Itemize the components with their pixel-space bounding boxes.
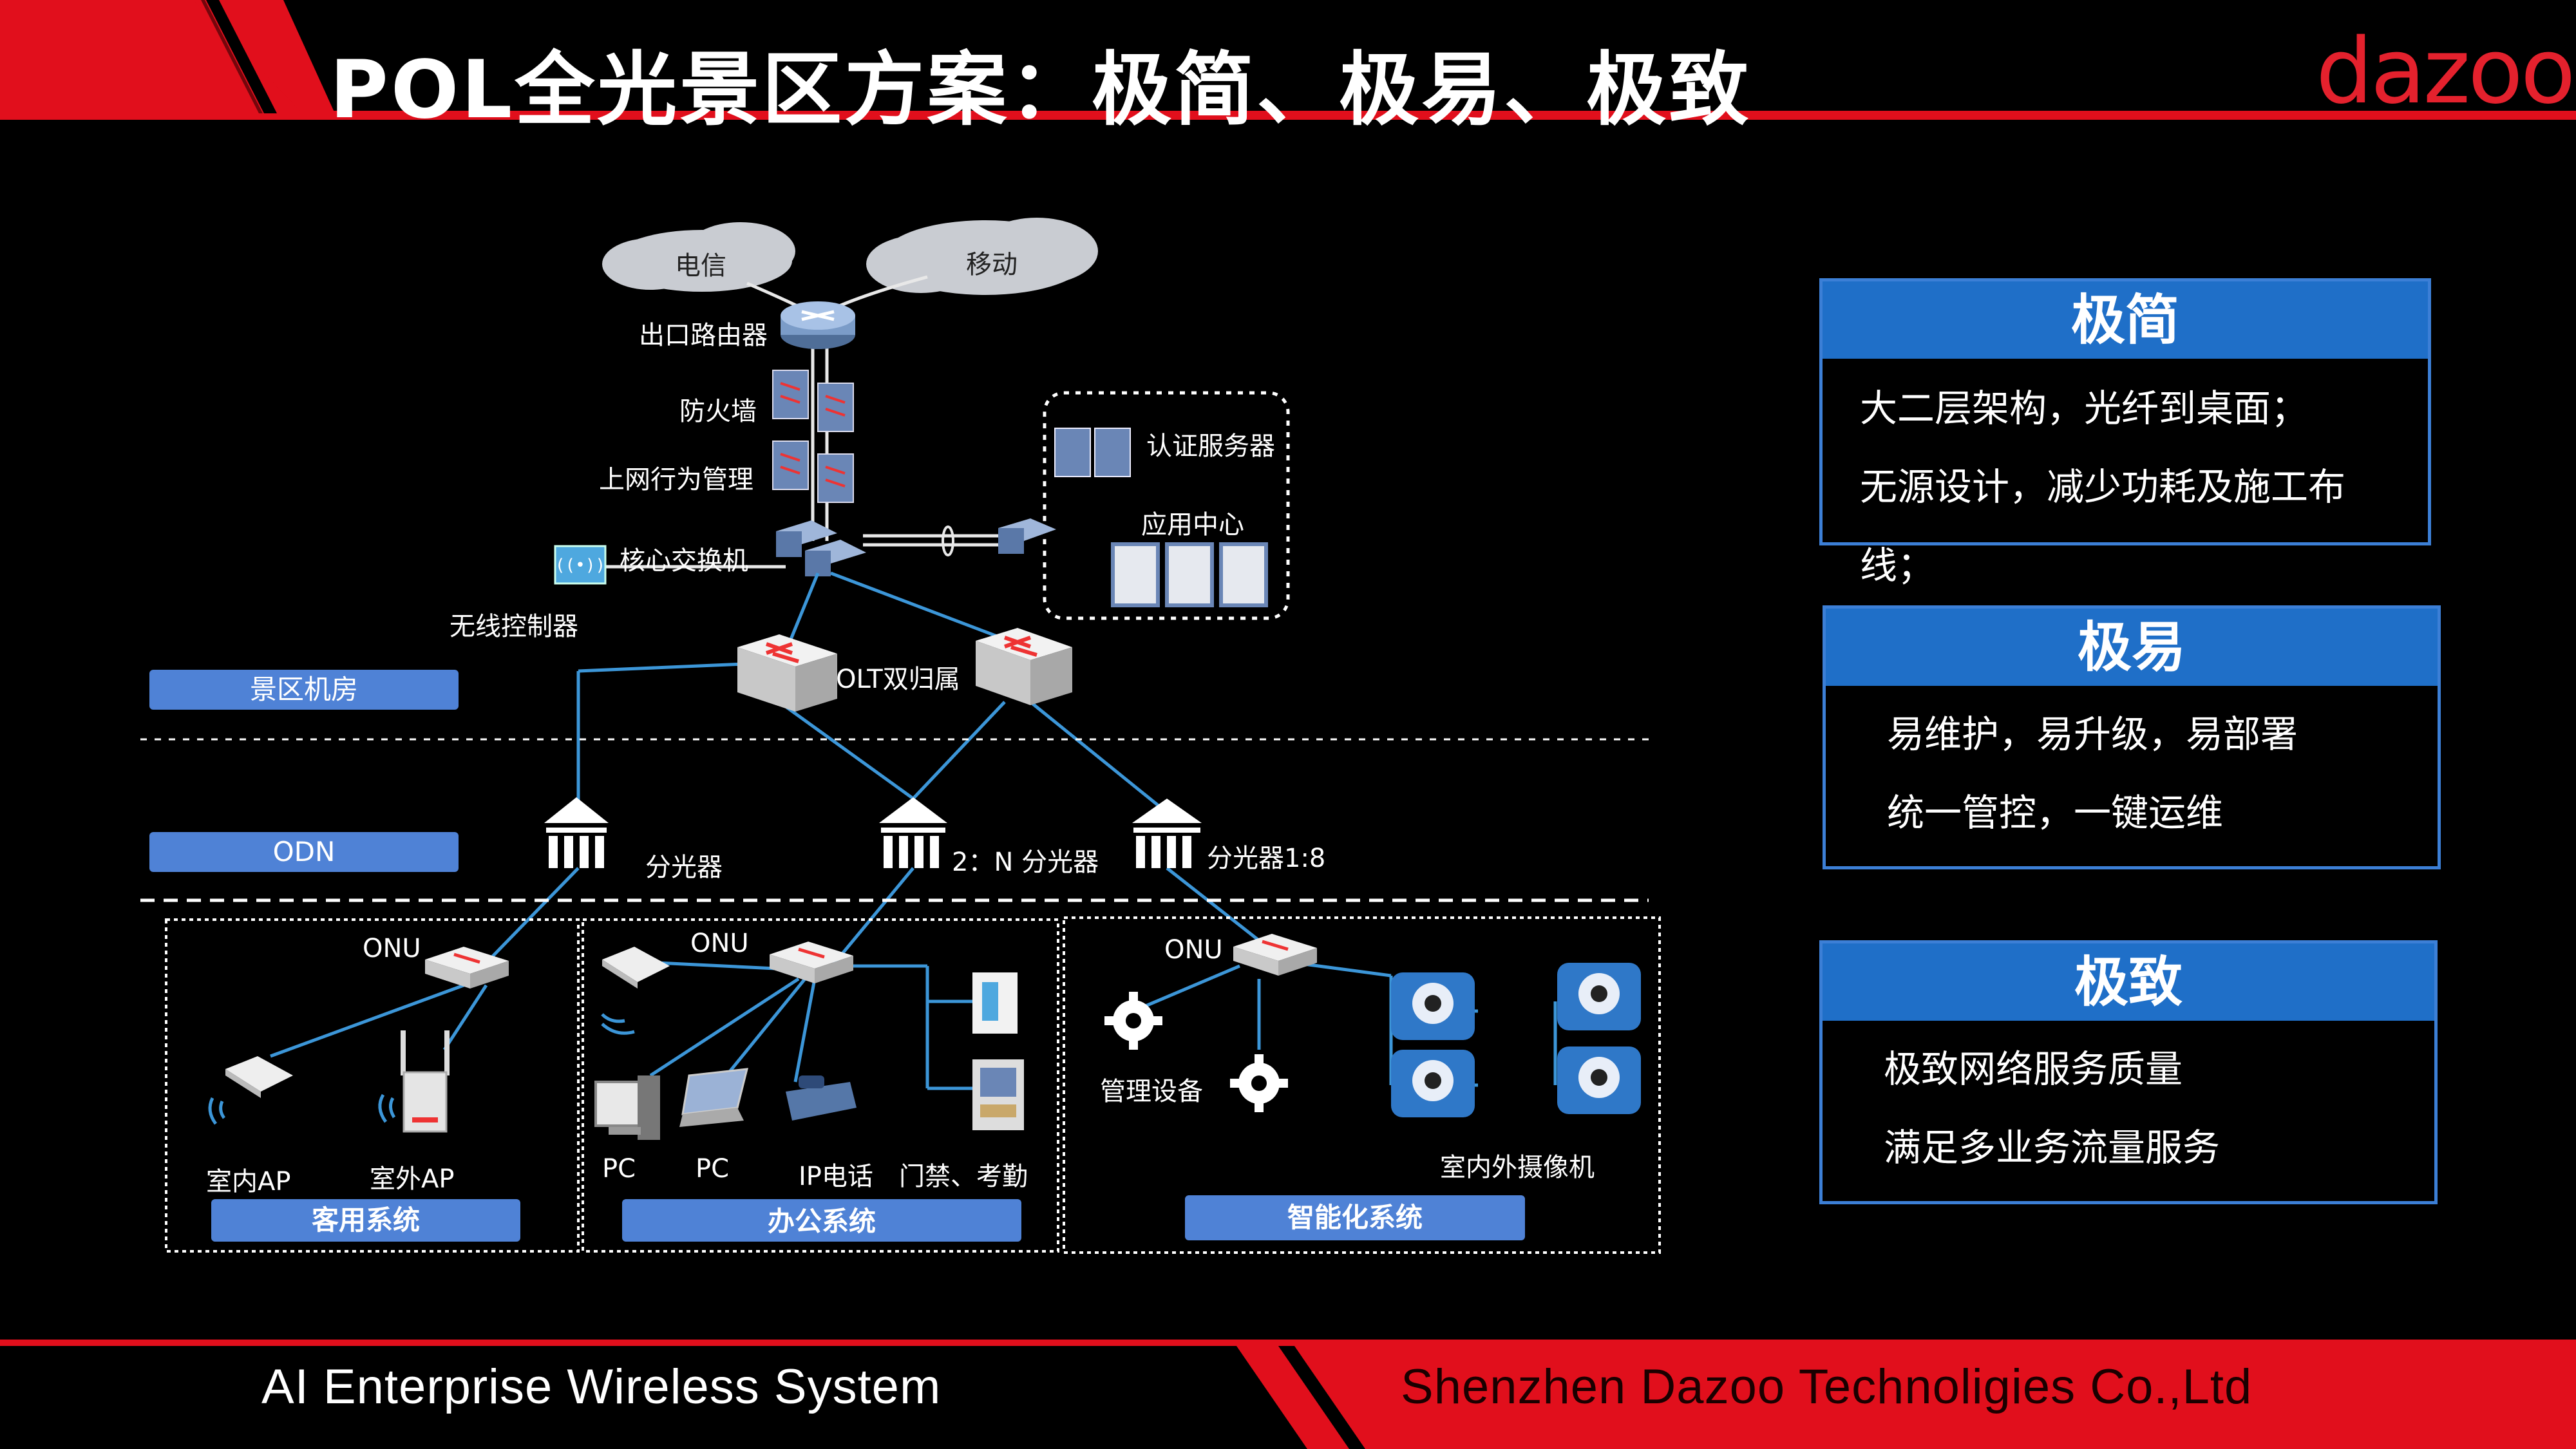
onu-label: ONU	[1164, 935, 1223, 965]
splitter-icon	[1132, 799, 1202, 868]
olt-switch-icon	[737, 634, 837, 712]
sys-guest-label: 客用系统	[211, 1199, 520, 1242]
splitter-a-label: 分光器	[645, 853, 723, 882]
isp-mobile-label: 移动	[966, 250, 1018, 279]
cameras-label: 室内外摄像机	[1440, 1153, 1595, 1182]
gear-icon	[1104, 992, 1162, 1050]
card-simple: 极简 大二层架构，光纤到桌面； 无源设计，减少功耗及施工布 线；	[1819, 278, 2431, 587]
card-simple-title: 极简	[1823, 281, 2428, 359]
olt-label: OLT双归属	[836, 665, 960, 694]
behavior-mgmt-label: 上网行为管理	[599, 465, 753, 495]
splitter-b-label: 2：N 分光器	[952, 848, 1099, 877]
splitter-c-label: 分光器1:8	[1207, 844, 1326, 873]
card-easy-line: 统一管控，一键运维	[1887, 791, 2224, 835]
outdoor-ap-label: 室外AP	[370, 1164, 455, 1194]
server-group-box	[1043, 391, 1290, 620]
app-center-label: 应用中心	[1141, 510, 1244, 540]
network-diagram: ((•))	[140, 218, 1661, 1254]
brand-logo: dazoo	[2316, 19, 2575, 124]
onu-label: ONU	[690, 929, 749, 958]
laptop-pc-icon	[679, 1068, 748, 1127]
footer-tagline: AI Enterprise Wireless System	[261, 1359, 942, 1414]
onu-icon	[425, 947, 509, 989]
auth-server-label: 认证服务器	[1146, 431, 1275, 461]
card-simple-line: 大二层架构，光纤到桌面；	[1860, 386, 2309, 430]
core-switch-label: 核心交换机	[620, 546, 748, 576]
wireless-controller-label: 无线控制器	[450, 612, 578, 641]
wireless-controller-icon: ((•))	[554, 545, 607, 585]
card-ultimate-line: 极致网络服务质量	[1884, 1047, 2183, 1091]
splitter-icon	[879, 797, 947, 868]
access-terminal-icon	[972, 972, 1024, 1130]
onu-icon	[1233, 934, 1317, 976]
pc-label: PC	[602, 1154, 636, 1184]
app-center-servers-icon	[1111, 542, 1268, 607]
card-easy-line: 易维护，易升级，易部署	[1887, 712, 2298, 756]
footer-banner	[0, 1340, 2576, 1449]
svg-text:((•)): ((•))	[555, 556, 605, 575]
card-ultimate-title: 极致	[1823, 943, 2434, 1021]
zone-odn-label: ODN	[149, 832, 459, 872]
core-switch-icon	[776, 520, 866, 576]
router-label: 出口路由器	[639, 321, 768, 350]
card-simple-line: 线；	[1860, 544, 1935, 587]
onu-label: ONU	[363, 934, 421, 963]
onu-icon	[770, 942, 853, 983]
card-ultimate: 极致 极致网络服务质量 满足多业务流量服务	[1819, 940, 2438, 1204]
mgmt-device-label: 管理设备	[1100, 1077, 1203, 1106]
switch-app-icon	[998, 518, 1056, 554]
indoor-ap-label: 室内AP	[206, 1167, 291, 1197]
firewall-icon	[772, 370, 854, 432]
header-dark-panel	[283, 0, 2576, 117]
zone-room-label: 景区机房	[149, 670, 459, 710]
ip-phone-icon	[786, 1075, 857, 1121]
camera-icon	[1557, 963, 1641, 1030]
gear-icon	[1230, 1054, 1288, 1112]
outdoor-ap-icon	[378, 1030, 450, 1133]
pc-label: PC	[696, 1154, 730, 1184]
cloud-telecom-icon	[602, 222, 795, 292]
camera-icon	[1391, 1050, 1475, 1117]
indoor-ap-icon	[208, 1056, 293, 1125]
router-icon	[781, 301, 855, 349]
splitter-icon	[544, 797, 609, 868]
ip-phone-label: IP电话	[799, 1162, 873, 1191]
card-easy: 极易 易维护，易升级，易部署 统一管控，一键运维	[1823, 605, 2441, 869]
page-title: POL全光景区方案：极简、极易、极致	[330, 44, 1752, 137]
camera-icon	[1557, 1046, 1641, 1114]
card-easy-title: 极易	[1826, 609, 2438, 686]
olt-switch-icon	[976, 628, 1072, 705]
firewall-label: 防火墙	[679, 397, 757, 426]
sys-office-label: 办公系统	[622, 1199, 1021, 1242]
camera-icon	[1391, 972, 1475, 1040]
behavior-mgmt-icon	[772, 440, 854, 503]
card-simple-line: 无源设计，减少功耗及施工布	[1860, 465, 2346, 509]
cloud-mobile-icon	[866, 218, 1098, 295]
sys-smart-label: 智能化系统	[1185, 1195, 1525, 1240]
footer-company: Shenzhen Dazoo Technoligies Co.,Ltd	[1401, 1359, 2253, 1414]
card-ultimate-line: 满足多业务流量服务	[1884, 1126, 2221, 1170]
desktop-pc-icon	[594, 1075, 660, 1140]
auth-server-icon	[1054, 428, 1131, 477]
access-ctrl-label: 门禁、考勤	[899, 1162, 1028, 1191]
office-ap-icon	[601, 947, 670, 1035]
isp-telecom-label: 电信	[675, 251, 726, 281]
